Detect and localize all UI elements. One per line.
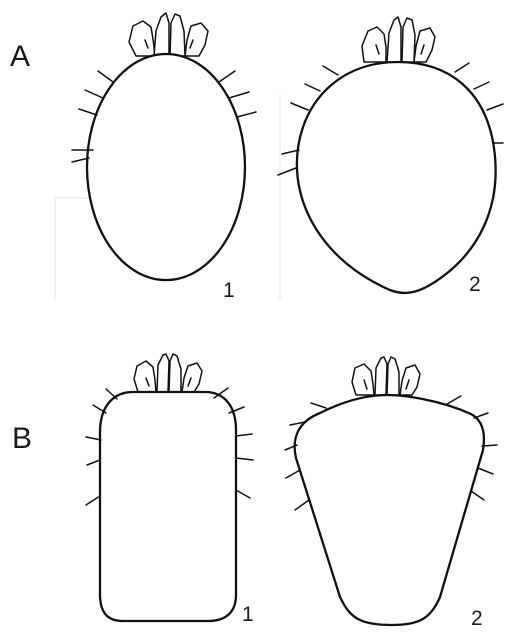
idiosoma: [100, 392, 236, 621]
gnathosoma: [134, 354, 202, 392]
gnathosoma: [352, 357, 420, 395]
panel-number: 2: [471, 607, 483, 630]
mite-a2: 2: [278, 17, 503, 296]
panel-number: 1: [223, 279, 235, 302]
mite-b1: 1: [86, 354, 254, 626]
idiosoma: [297, 62, 496, 293]
idiosoma: [87, 54, 245, 280]
row-label-a: A: [10, 40, 30, 73]
panel-number: 2: [469, 273, 481, 296]
row-label-b: B: [12, 422, 32, 455]
idiosoma: [295, 395, 484, 625]
mite-a1: 1: [72, 13, 256, 302]
gnathosoma: [362, 17, 435, 62]
panel-number: 1: [242, 603, 254, 626]
mite-b2: 2: [285, 357, 497, 630]
gnathosoma: [129, 13, 208, 56]
